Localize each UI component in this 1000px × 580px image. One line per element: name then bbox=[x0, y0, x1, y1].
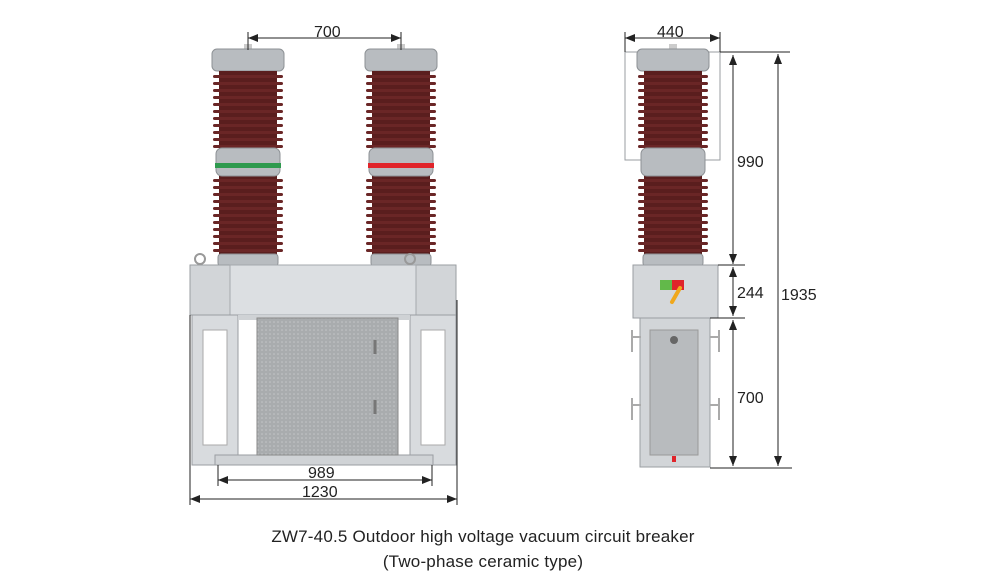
dim-insulator-height: 990 bbox=[737, 154, 764, 171]
insulator-shed bbox=[213, 110, 283, 113]
insulator-shed bbox=[638, 242, 708, 245]
insulator-shed bbox=[213, 200, 283, 203]
insulator-shed bbox=[366, 235, 436, 238]
insulator-shed bbox=[638, 131, 708, 134]
insulator-shed bbox=[366, 221, 436, 224]
insulator-shed bbox=[366, 96, 436, 99]
insulator-shed bbox=[213, 228, 283, 231]
insulator-shed bbox=[638, 193, 708, 196]
dim-depth: 440 bbox=[657, 24, 684, 41]
phase-band bbox=[368, 163, 434, 168]
insulator-shed bbox=[213, 179, 283, 182]
insulator-shed bbox=[213, 124, 283, 127]
insulator-shed bbox=[366, 242, 436, 245]
insulator-shed bbox=[213, 235, 283, 238]
insulator-shed bbox=[213, 221, 283, 224]
mesh-door bbox=[256, 317, 399, 456]
dim-mechanism-height: 244 bbox=[737, 285, 764, 302]
insulator-shed bbox=[638, 75, 708, 78]
insulator-shed bbox=[366, 89, 436, 92]
insulator-pole-right bbox=[364, 44, 438, 267]
insulator-shed bbox=[366, 207, 436, 210]
insulator-shed bbox=[366, 131, 436, 134]
insulator-shed bbox=[638, 138, 708, 141]
insulator-shed bbox=[213, 249, 283, 252]
insulator-shed bbox=[638, 179, 708, 182]
dim-base-height: 700 bbox=[737, 390, 764, 407]
insulator-shed bbox=[638, 103, 708, 106]
insulator-shed bbox=[213, 193, 283, 196]
insulator-shed bbox=[213, 103, 283, 106]
caption-subtitle: (Two-phase ceramic type) bbox=[382, 552, 584, 571]
dim-overall-height: 1935 bbox=[781, 287, 817, 304]
insulator-shed bbox=[638, 221, 708, 224]
insulator-shed bbox=[366, 75, 436, 78]
insulator-shed bbox=[366, 145, 436, 148]
insulator-shed bbox=[213, 145, 283, 148]
insulator-shed bbox=[366, 179, 436, 182]
insulator-shed bbox=[366, 214, 436, 217]
insulator-shed bbox=[366, 228, 436, 231]
insulator-shed bbox=[638, 228, 708, 231]
insulator-shed bbox=[638, 124, 708, 127]
insulator-shed bbox=[638, 96, 708, 99]
insulator-shed bbox=[638, 82, 708, 85]
insulator-shed bbox=[366, 82, 436, 85]
insulator-shed bbox=[213, 82, 283, 85]
insulator-shed bbox=[638, 214, 708, 217]
insulator-shed bbox=[366, 200, 436, 203]
insulator-shed bbox=[213, 138, 283, 141]
insulator-shed bbox=[366, 117, 436, 120]
insulator-shed bbox=[638, 207, 708, 210]
insulator-shed bbox=[213, 186, 283, 189]
insulator-shed bbox=[213, 131, 283, 134]
insulator-shed bbox=[213, 89, 283, 92]
insulator-shed bbox=[213, 117, 283, 120]
insulator-shed bbox=[366, 124, 436, 127]
dimension-lines bbox=[189, 32, 792, 505]
dim-pole-spacing: 700 bbox=[314, 24, 341, 41]
insulator-shed bbox=[213, 207, 283, 210]
insulator-shed bbox=[366, 138, 436, 141]
side-view bbox=[624, 44, 721, 468]
insulator-shed bbox=[638, 110, 708, 113]
insulator-shed bbox=[366, 110, 436, 113]
insulator-shed bbox=[213, 214, 283, 217]
side-mechanism-box bbox=[632, 264, 719, 319]
insulator-shed bbox=[638, 235, 708, 238]
insulator-shed bbox=[213, 242, 283, 245]
insulator-shed bbox=[213, 75, 283, 78]
dim-overall-width: 1230 bbox=[302, 484, 338, 501]
front-view bbox=[189, 44, 457, 466]
caption-title: ZW7-40.5 Outdoor high voltage vacuum cir… bbox=[271, 527, 695, 546]
dim-inner-width: 989 bbox=[308, 465, 335, 482]
insulator-shed bbox=[366, 103, 436, 106]
insulator-shed bbox=[213, 96, 283, 99]
insulator-shed bbox=[366, 193, 436, 196]
insulator-shed bbox=[638, 200, 708, 203]
insulator-pole-side bbox=[636, 44, 710, 267]
insulator-pole-left bbox=[211, 44, 285, 267]
phase-band bbox=[215, 163, 281, 168]
insulator-shed bbox=[638, 117, 708, 120]
insulator-shed bbox=[366, 249, 436, 252]
insulator-shed bbox=[366, 186, 436, 189]
insulator-shed bbox=[638, 186, 708, 189]
insulator-shed bbox=[638, 145, 708, 148]
insulator-shed bbox=[638, 249, 708, 252]
insulator-shed bbox=[638, 89, 708, 92]
